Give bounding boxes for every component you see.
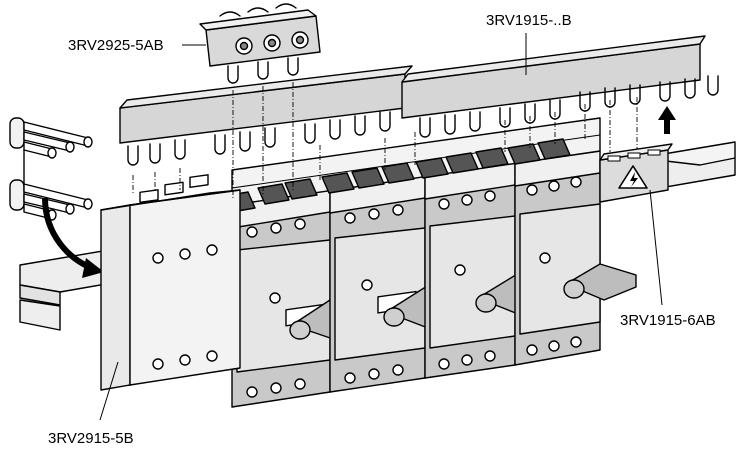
label-cover: 3RV1915-6AB: [620, 312, 716, 329]
busbar-cover: [599, 143, 673, 203]
circuit-breaker-4: [514, 150, 637, 366]
insert-arrow-icon: [42, 197, 104, 278]
label-terminal-block: 3RV2925-5AB: [68, 37, 164, 54]
high-voltage-warning-icon: [618, 165, 648, 189]
infeed-connection-terminal: [199, 3, 321, 84]
loose-connector-pins: [9, 117, 93, 221]
label-busbar: 3RV1915-..B: [486, 12, 572, 29]
up-arrow-icon: [658, 106, 676, 134]
infeed-terminal-block: [100, 174, 241, 391]
label-infeed: 3RV2915-5B: [48, 430, 134, 447]
busbar-fork-contacts: [127, 75, 719, 166]
alignment-guide-lines: [132, 82, 638, 200]
circuit-breaker-row: [199, 117, 637, 408]
leader-lines: [99, 33, 663, 421]
three-phase-busbar: [119, 35, 719, 166]
circuit-breaker-2: [329, 175, 465, 393]
